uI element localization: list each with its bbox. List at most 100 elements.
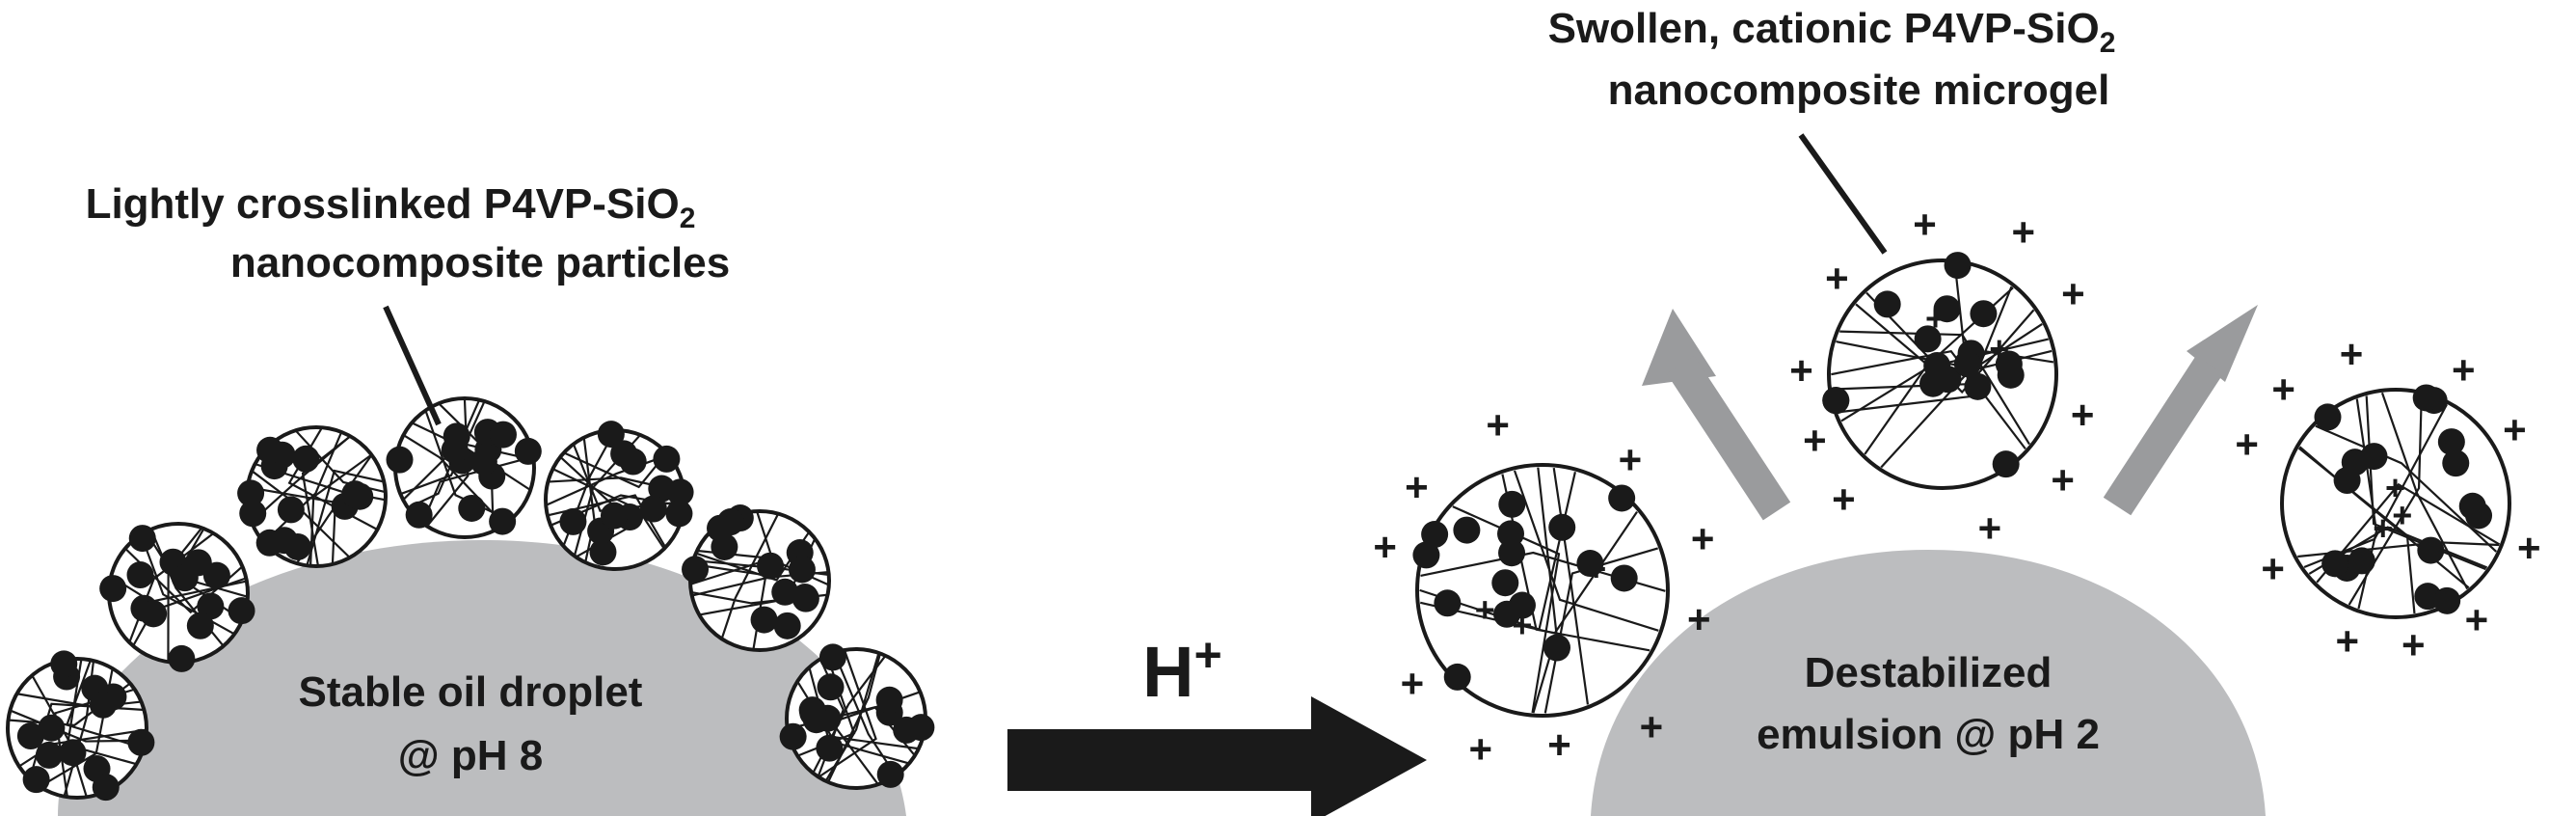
cationic-charge: +: [1401, 661, 1425, 706]
cationic-charge: +: [1913, 202, 1937, 247]
cationic-charge: +: [1405, 464, 1429, 509]
crosslink-chain: [547, 454, 668, 506]
cationic-charge: +: [2517, 526, 2541, 571]
compact-particle: [682, 504, 831, 652]
cationic-charge: +: [1989, 329, 2009, 368]
crosslink-chain: [1513, 470, 1659, 632]
silica-nanoparticle: [443, 422, 470, 450]
silica-nanoparticle: [1576, 550, 1604, 578]
cationic-charge: +: [1640, 704, 1664, 749]
silica-nanoparticle: [2333, 467, 2361, 495]
silica-nanoparticle: [168, 644, 196, 672]
crosslink-chain: [833, 653, 897, 775]
silica-nanoparticle: [89, 691, 117, 719]
silica-nanoparticle: [237, 479, 265, 507]
cationic-charge: +: [2340, 331, 2364, 376]
cationic-charge: +: [2503, 407, 2527, 452]
silica-nanoparticle: [126, 561, 154, 589]
cationic-charge: +: [2385, 468, 2405, 507]
cationic-charge: +: [2271, 367, 2295, 412]
silica-nanoparticle: [1491, 569, 1519, 597]
cationic-charge: +: [1978, 505, 2002, 551]
destabilized-droplet-label-line2: emulsion @ pH 2: [1757, 711, 2100, 758]
acidification-step: H+: [1007, 628, 1427, 816]
silica-nanoparticle: [597, 421, 625, 449]
cationic-charge: +: [1789, 348, 1813, 394]
silica-nanoparticle: [256, 436, 284, 464]
swollen-microgel: [1822, 252, 2058, 490]
silica-nanoparticle: [1543, 634, 1570, 662]
silica-nanoparticle: [1933, 295, 1961, 323]
silica-nanoparticle: [1434, 589, 1462, 617]
compact-particle: [544, 421, 694, 571]
cationic-charge: +: [1687, 597, 1711, 642]
silica-nanoparticle: [707, 514, 735, 542]
silica-nanoparticle: [341, 480, 369, 508]
silica-nanoparticle: [1914, 325, 1942, 353]
silica-nanoparticle: [750, 606, 778, 634]
cationic-charge: +: [2373, 508, 2393, 548]
cationic-charge: +: [1373, 524, 1397, 569]
silica-nanoparticle: [2348, 547, 2375, 575]
silica-nanoparticle: [140, 600, 168, 628]
silica-nanoparticle: [682, 556, 710, 584]
silica-nanoparticle: [1610, 564, 1638, 592]
silica-nanoparticle: [2437, 428, 2465, 456]
silica-nanoparticle: [907, 714, 935, 742]
silica-nanoparticle: [2412, 384, 2440, 412]
left-callout-label-line2: nanocomposite particles: [230, 239, 730, 286]
silica-nanoparticle: [1453, 516, 1481, 544]
cationic-charge: +: [1619, 437, 1643, 482]
silica-nanoparticle: [1873, 290, 1901, 318]
cationic-charge: +: [1475, 589, 1495, 629]
silica-nanoparticle: [817, 673, 845, 701]
compact-particle: [779, 643, 935, 790]
silica-nanoparticle: [1412, 541, 1440, 569]
cationic-charge: +: [1547, 721, 1571, 767]
silica-nanoparticle: [1970, 300, 1998, 328]
released-microgels-layer: +++++++++++++++++++++++++++++++++++++++: [1373, 202, 2540, 772]
silica-nanoparticle: [816, 734, 844, 762]
silica-nanoparticle: [489, 507, 517, 535]
right-callout-label: Swollen, cationic P4VP-SiO2: [1548, 5, 2116, 59]
silica-nanoparticle: [773, 612, 801, 639]
silica-nanoparticle: [1493, 600, 1521, 628]
stable-droplet-label-line2: @ pH 8: [398, 732, 543, 779]
silica-nanoparticle: [239, 500, 267, 528]
silica-nanoparticle: [458, 494, 486, 522]
right-callout-label-line2: nanocomposite microgel: [1608, 67, 2110, 114]
silica-nanoparticle: [35, 741, 63, 769]
silica-nanoparticle: [665, 500, 693, 528]
silica-nanoparticle: [277, 496, 305, 524]
cationic-charge: +: [2392, 496, 2412, 535]
left-callout-label: Lightly crosslinked P4VP-SiO2: [86, 180, 696, 234]
cationic-charge: +: [1925, 299, 1945, 339]
silica-nanoparticle: [405, 501, 433, 529]
cationic-charge: +: [2061, 271, 2085, 316]
cationic-charge: +: [2051, 457, 2075, 503]
adsorbed-particles-layer: [6, 396, 935, 802]
silica-nanoparticle: [876, 760, 904, 788]
silica-nanoparticle: [788, 556, 816, 584]
silica-nanoparticle: [1953, 350, 1981, 378]
silica-nanoparticle: [666, 478, 694, 506]
crosslink-chain: [1839, 330, 2030, 446]
process-arrow: [1007, 696, 1427, 816]
silica-nanoparticle: [1421, 521, 1449, 549]
silica-nanoparticle: [16, 722, 44, 750]
silica-nanoparticle: [22, 766, 50, 794]
crosslink-chain: [1452, 505, 1561, 714]
silica-nanoparticle: [619, 448, 647, 476]
crosslink-chain: [264, 432, 342, 543]
crosslink-chain: [1880, 350, 2054, 469]
silica-nanoparticle: [589, 538, 617, 566]
left-callout-pointer: [383, 305, 442, 426]
swollen-microgel: [2280, 384, 2511, 619]
crosslink-chain: [2380, 392, 2469, 590]
cationic-charge: +: [2402, 622, 2426, 667]
particle-outline: [107, 522, 250, 665]
silica-nanoparticle: [489, 421, 517, 449]
cationic-charge: +: [2235, 422, 2259, 467]
silica-nanoparticle: [228, 597, 255, 625]
compact-particle: [237, 425, 388, 568]
